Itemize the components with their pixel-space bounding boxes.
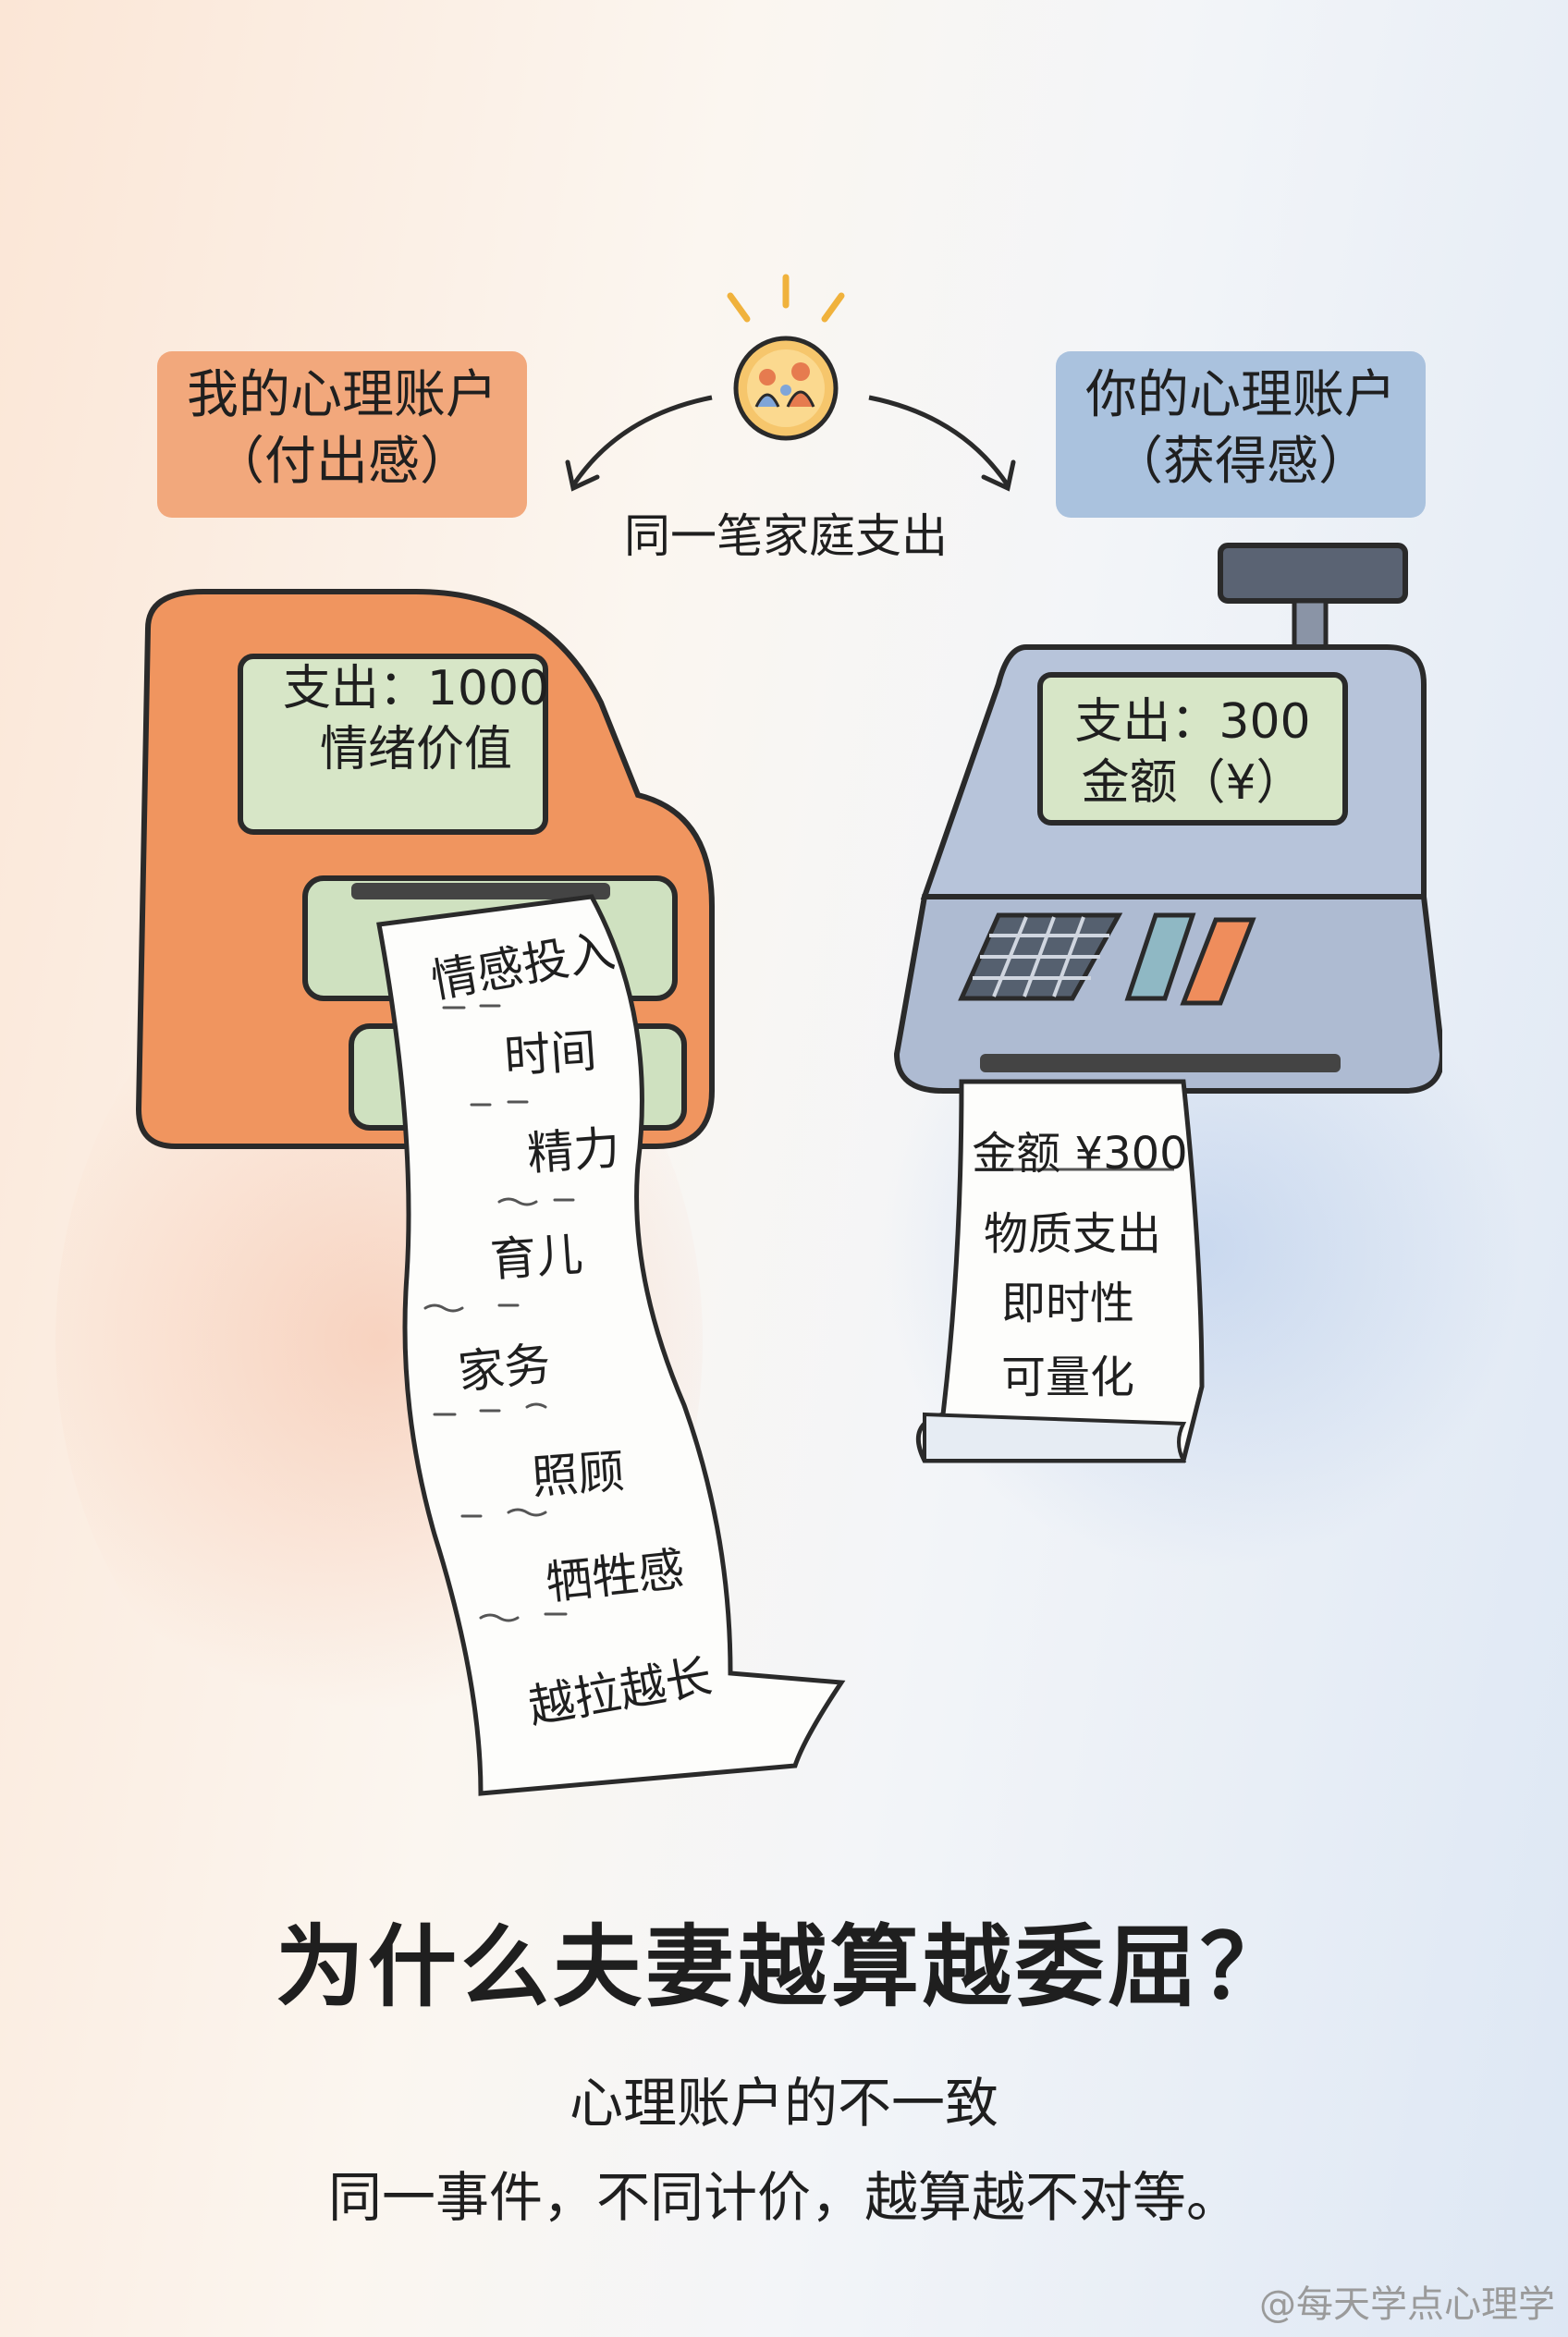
your-account-title: 你的心理账户	[1085, 365, 1396, 425]
your-account-label: 你的心理账户 （获得感）	[1056, 351, 1426, 518]
family-coin-icon	[727, 274, 845, 441]
my-account-label: 我的心理账户 （付出感）	[157, 351, 527, 518]
left-receipt-item: 时间	[502, 1023, 599, 1084]
my-account-subtitle: （付出感）	[213, 432, 472, 492]
right-screen: 支出：300 金额（¥）	[1045, 691, 1341, 814]
left-receipt-item: 育儿	[488, 1227, 585, 1288]
arrow-left-icon	[565, 395, 713, 492]
right-receipt-item: 物质支出	[983, 1208, 1161, 1260]
arrow-right-icon	[868, 395, 1016, 492]
subtitle-line2: 同一事件，不同计价，越算越不对等。	[327, 2166, 1240, 2229]
watermark: @每天学点心理学	[1259, 2283, 1555, 2326]
left-screen-line1: 支出：1000	[282, 661, 550, 716]
right-screen-line1: 支出：300	[1074, 694, 1311, 750]
page-title: 为什么夫妻越算越委屈？	[276, 1915, 1292, 2019]
right-receipt-item: 可量化	[1000, 1352, 1134, 1403]
right-screen-line2: 金额（¥）	[1081, 755, 1305, 811]
left-receipt-item: 精力	[525, 1120, 622, 1181]
left-receipt-item: 照顾	[530, 1444, 627, 1505]
right-receipt-paper	[915, 1079, 1205, 1463]
left-receipt-item: 家务	[455, 1336, 554, 1401]
right-receipt-item: 金额 ¥300	[972, 1128, 1188, 1180]
my-account-title: 我的心理账户	[187, 365, 497, 425]
shared-expense-label: 同一笔家庭支出	[624, 509, 948, 563]
left-receipt-paper	[376, 894, 846, 1796]
left-screen: 支出：1000 情绪价值	[259, 658, 573, 780]
left-screen-line2: 情绪价值	[319, 722, 512, 777]
right-receipt-item: 即时性	[1000, 1278, 1134, 1329]
your-account-subtitle: （获得感）	[1111, 432, 1370, 492]
subtitle-line1: 心理账户的不一致	[569, 2072, 998, 2135]
